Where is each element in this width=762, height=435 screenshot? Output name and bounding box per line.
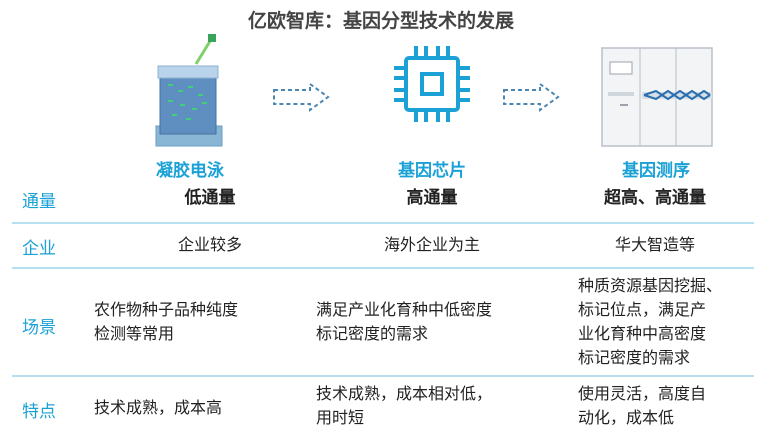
- cell-enterprise-sequencing: 华大智造等: [614, 235, 695, 254]
- row-separator: [12, 375, 754, 377]
- row-label-throughput: 通量: [22, 192, 56, 212]
- cell-throughput-sequencing: 超高、高通量: [604, 188, 706, 208]
- cell-throughput-gel: 低通量: [184, 188, 236, 208]
- cell-enterprise-gel: 企业较多: [177, 235, 242, 254]
- cell-line: 标记位点，满足产: [578, 300, 707, 319]
- cell-line: 满足产业化育种中低密度: [316, 300, 493, 319]
- cell-line: 检测等常用: [94, 324, 175, 343]
- row-label-scenario: 场景: [22, 318, 56, 338]
- page-title: 亿欧智库：基因分型技术的发展: [247, 10, 514, 32]
- cell-throughput-chip: 高通量: [406, 188, 458, 208]
- cell-scenario-gel: 农作物种子品种纯度 检测等常用: [94, 298, 304, 346]
- cell-line: 标记密度的需求: [578, 348, 691, 367]
- stage-label-chip: 基因芯片: [398, 161, 466, 181]
- row-label-enterprise: 企业: [22, 239, 56, 259]
- gene-sequencer-icon: [600, 34, 714, 152]
- dashed-arrow-icon: [272, 82, 330, 116]
- cell-line: 用时短: [316, 408, 365, 427]
- cell-enterprise-chip: 海外企业为主: [383, 235, 480, 254]
- cell-line: 动化，成本低: [578, 408, 675, 427]
- stage-label-gel: 凝胶电泳: [156, 161, 224, 181]
- cell-line: 农作物种子品种纯度: [94, 300, 239, 319]
- cell-scenario-chip: 满足产业化育种中低密度 标记密度的需求: [316, 298, 556, 346]
- cell-feature-chip: 技术成熟，成本相对低， 用时短: [316, 382, 556, 430]
- row-label-feature: 特点: [22, 402, 56, 422]
- cell-line: 标记密度的需求: [316, 324, 429, 343]
- cell-line: 业化育种中高密度: [578, 324, 707, 343]
- cell-line: 技术成熟，成本高: [94, 398, 223, 417]
- cell-line: 种质资源基因挖掘、: [578, 276, 723, 295]
- dashed-arrow-icon: [502, 82, 560, 116]
- cell-feature-gel: 技术成熟，成本高: [94, 396, 304, 420]
- cell-scenario-sequencing: 种质资源基因挖掘、 标记位点，满足产 业化育种中高密度 标记密度的需求: [578, 274, 754, 370]
- row-separator: [12, 222, 754, 224]
- gene-chip-icon: [392, 34, 472, 152]
- cell-feature-sequencing: 使用灵活，高度自 动化，成本低: [578, 382, 754, 430]
- stage-label-sequencing: 基因测序: [622, 161, 690, 181]
- cell-line: 技术成熟，成本相对低，: [316, 384, 493, 403]
- gel-electrophoresis-icon: [150, 34, 230, 152]
- cell-line: 使用灵活，高度自: [578, 384, 707, 403]
- row-separator: [12, 267, 754, 269]
